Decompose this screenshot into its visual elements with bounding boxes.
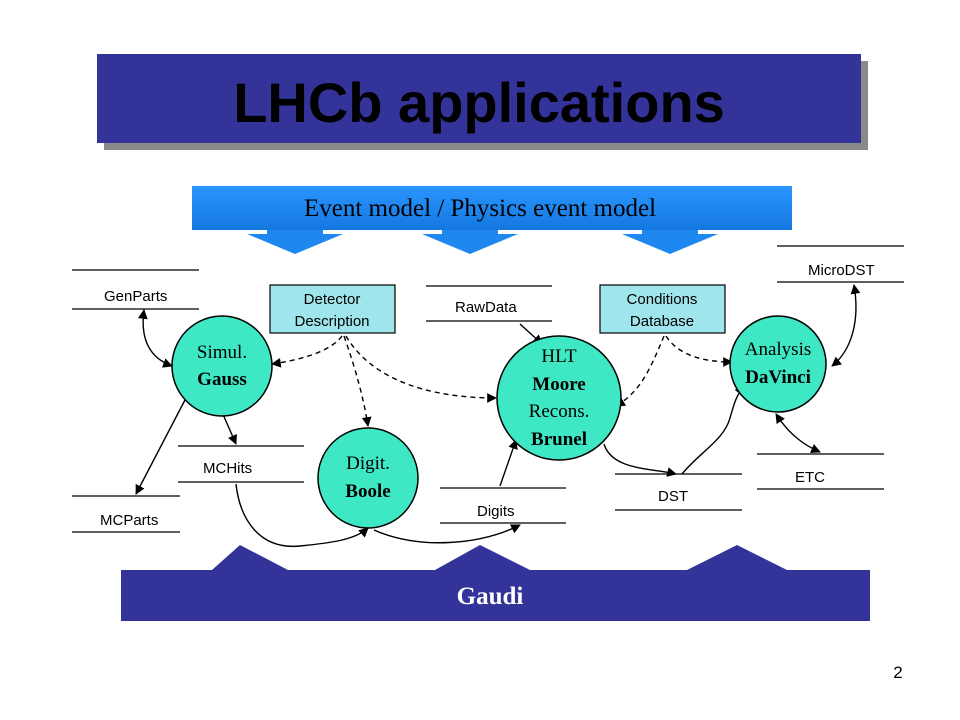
boole-node-line1: Digit.: [346, 453, 390, 474]
store-etc-label: ETC: [795, 469, 825, 486]
page-number: 2: [893, 663, 902, 682]
gaudi-bar: Gaudi: [121, 545, 870, 621]
davinci-node: Analysis DaVinci: [729, 315, 827, 413]
arrow-conddb-hlt: [615, 335, 665, 407]
conditions-database-line1: Conditions: [627, 291, 698, 308]
arrow-detdesc-boole: [343, 335, 372, 427]
arrow-boole-digits: [373, 524, 521, 544]
gauss-node: Simul. Gauss: [171, 315, 273, 417]
arrow-conddb-davinci: [665, 335, 733, 367]
davinci-node-line1: Analysis: [745, 339, 812, 360]
conditions-database-box: Conditions Database: [599, 284, 726, 334]
gaudi-arrow-left: [212, 545, 288, 572]
hlt-node-line1: HLT: [541, 346, 577, 367]
store-microdst: MicroDST: [777, 245, 904, 283]
boole-node-line2: Boole: [345, 481, 390, 502]
arrow-gauss-mcparts: [135, 397, 187, 495]
davinci-node-line2: DaVinci: [745, 367, 811, 388]
event-model-bar: Event model / Physics event model: [192, 186, 792, 254]
gauss-node-line1: Simul.: [197, 342, 247, 363]
event-model-arrow-left: [247, 230, 343, 254]
detector-description-line1: Detector: [304, 291, 361, 308]
event-model-label: Event model / Physics event model: [304, 195, 656, 222]
hlt-node-line4: Brunel: [531, 429, 587, 450]
arrow-hlt-dst: [603, 443, 677, 477]
store-digits: Digits: [440, 487, 566, 524]
store-microdst-label: MicroDST: [808, 262, 875, 279]
arrow-mchits-boole: [235, 483, 369, 547]
detector-description-box: Detector Description: [269, 284, 396, 334]
hlt-node-line3: Recons.: [529, 401, 590, 422]
store-genparts: GenParts: [72, 269, 199, 310]
store-mcparts: MCParts: [72, 495, 180, 533]
page-title: LHCb applications: [233, 71, 725, 134]
store-genparts-label: GenParts: [104, 288, 167, 305]
arrow-detdesc-hlt: [345, 335, 497, 403]
event-model-arrow-center: [422, 230, 518, 254]
gaudi-label: Gaudi: [457, 583, 524, 610]
title-bar: LHCb applications: [97, 54, 868, 150]
gaudi-arrow-center: [435, 545, 530, 570]
detector-description-line2: Description: [294, 313, 369, 330]
store-rawdata-label: RawData: [455, 299, 517, 316]
store-etc: ETC: [757, 453, 884, 490]
arrow-dst-davinci: [681, 385, 745, 475]
store-mcparts-label: MCParts: [100, 512, 158, 529]
store-mchits: MCHits: [178, 445, 304, 483]
store-dst-label: DST: [658, 488, 688, 505]
store-dst: DST: [615, 473, 742, 511]
arrow-digits-hlt: [499, 439, 518, 487]
gaudi-arrow-right: [687, 545, 787, 570]
store-digits-label: Digits: [477, 503, 515, 520]
arrow-detdesc-gauss: [271, 335, 343, 368]
store-mchits-label: MCHits: [203, 460, 252, 477]
boole-node: Digit. Boole: [317, 427, 419, 529]
arrow-gauss-genparts: [137, 309, 173, 368]
hlt-node-line2: Moore: [532, 374, 585, 395]
event-model-arrow-right: [622, 230, 718, 254]
arrow-davinci-etc: [775, 413, 821, 454]
gauss-node-line2: Gauss: [197, 369, 247, 390]
arrow-davinci-microdst: [831, 284, 861, 367]
store-rawdata: RawData: [426, 285, 552, 322]
hlt-node: HLT Moore Recons. Brunel: [496, 335, 622, 461]
conditions-database-line2: Database: [630, 313, 694, 330]
